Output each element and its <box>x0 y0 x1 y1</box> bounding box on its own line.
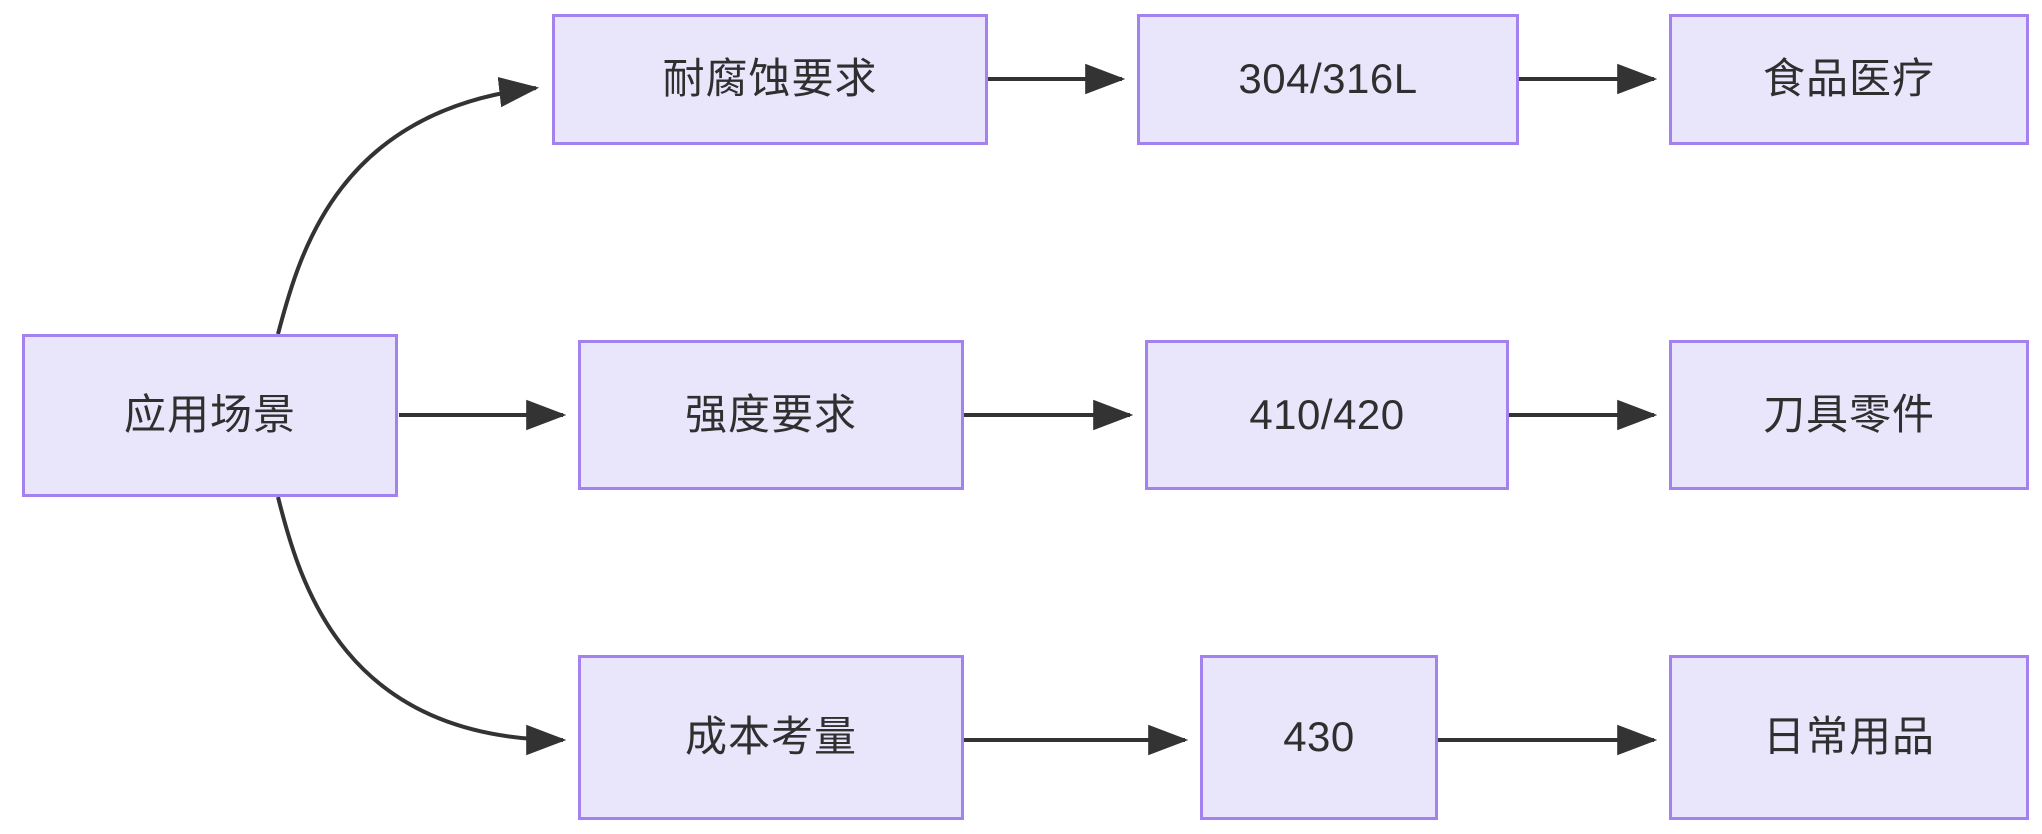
node-label: 410/420 <box>1249 390 1405 438</box>
node-corrosion-resistance-requirement[interactable]: 耐腐蚀要求 <box>552 14 988 145</box>
node-food-medical[interactable]: 食品医疗 <box>1669 14 2029 145</box>
node-daily-goods[interactable]: 日常用品 <box>1669 655 2029 820</box>
node-label: 304/316L <box>1238 55 1418 103</box>
node-label: 强度要求 <box>684 390 857 438</box>
edge-root-to-cost <box>276 496 567 756</box>
node-grade-304-316l[interactable]: 304/316L <box>1137 14 1519 145</box>
node-strength-requirement[interactable]: 强度要求 <box>578 340 964 490</box>
node-label: 耐腐蚀要求 <box>662 55 878 103</box>
node-label: 日常用品 <box>1762 713 1935 761</box>
node-label: 430 <box>1283 713 1355 761</box>
node-label: 刀具零件 <box>1762 390 1935 438</box>
node-cutting-tools-parts[interactable]: 刀具零件 <box>1669 340 2029 490</box>
node-label: 食品医疗 <box>1762 55 1935 103</box>
node-label: 应用场景 <box>123 391 296 439</box>
node-application-scenario[interactable]: 应用场景 <box>22 334 398 497</box>
node-cost-consideration[interactable]: 成本考量 <box>578 655 964 820</box>
edge-root-to-corrosion <box>276 77 540 335</box>
node-grade-430[interactable]: 430 <box>1200 655 1438 820</box>
node-label: 成本考量 <box>684 713 857 761</box>
node-grade-410-420[interactable]: 410/420 <box>1145 340 1509 490</box>
